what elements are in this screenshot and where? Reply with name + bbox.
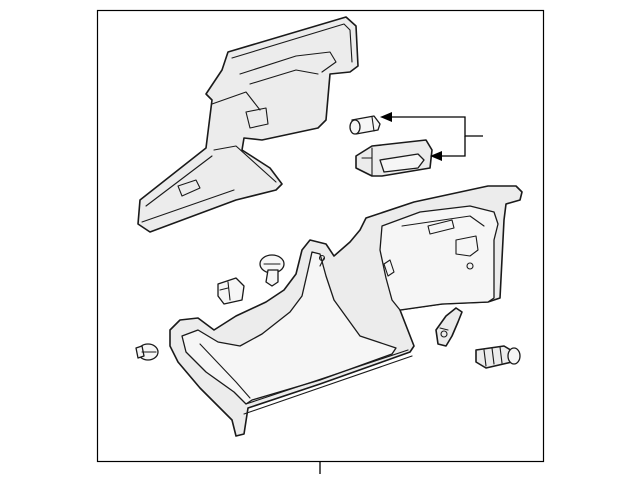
lower-trim-panel xyxy=(169,185,523,437)
push-pin-fastener-left xyxy=(135,343,159,361)
lamp-housing-part xyxy=(355,139,433,177)
bulb-part xyxy=(349,115,381,135)
diagram-frame xyxy=(96,9,545,463)
anchor-bolt xyxy=(475,345,521,369)
upper-trim-panel xyxy=(137,16,359,233)
cargo-hook xyxy=(435,307,463,347)
push-pin-fastener xyxy=(259,254,285,287)
retainer-clip xyxy=(217,277,245,305)
lamp-callout xyxy=(380,112,483,161)
